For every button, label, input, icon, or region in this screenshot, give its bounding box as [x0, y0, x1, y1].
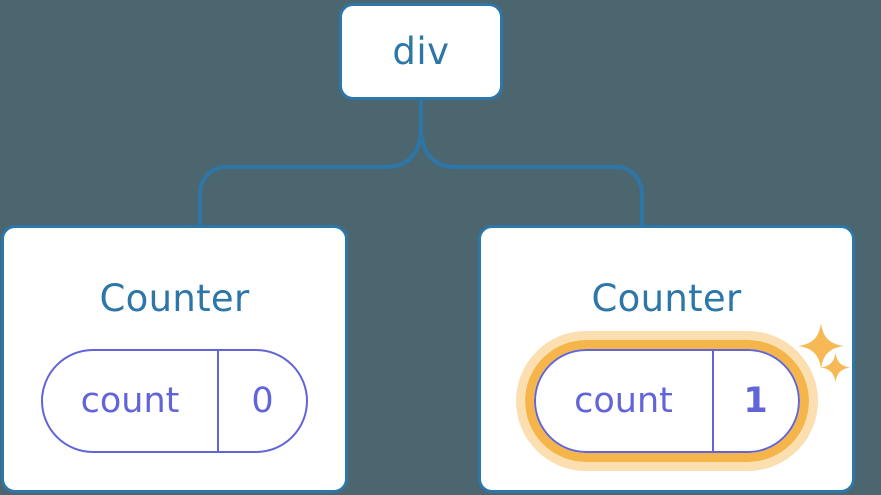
node-div-label: div [392, 30, 450, 73]
state-key-left: count [80, 380, 180, 421]
state-pill-left[interactable]: count 0 [41, 349, 308, 453]
state-value-left: 0 [251, 380, 274, 421]
sparkle-icon [820, 352, 851, 383]
card-counter-right[interactable]: Counter count 1 [478, 225, 855, 493]
state-key-right: count [574, 380, 673, 421]
connector-branch-left [198, 127, 423, 227]
state-pill-wrap-left: count 0 [4, 349, 345, 453]
card-title-left: Counter [99, 277, 250, 320]
node-div[interactable]: div [339, 3, 503, 100]
connector-branch-right [419, 127, 644, 227]
state-pill-divider-left [217, 351, 219, 451]
card-counter-left[interactable]: Counter count 0 [1, 225, 348, 493]
state-pill-right[interactable]: count 1 [515, 331, 818, 471]
state-value-right: 1 [743, 380, 768, 421]
state-pill-divider-right [711, 351, 714, 451]
card-title-right: Counter [591, 277, 742, 320]
sparkle-icon [797, 322, 845, 370]
